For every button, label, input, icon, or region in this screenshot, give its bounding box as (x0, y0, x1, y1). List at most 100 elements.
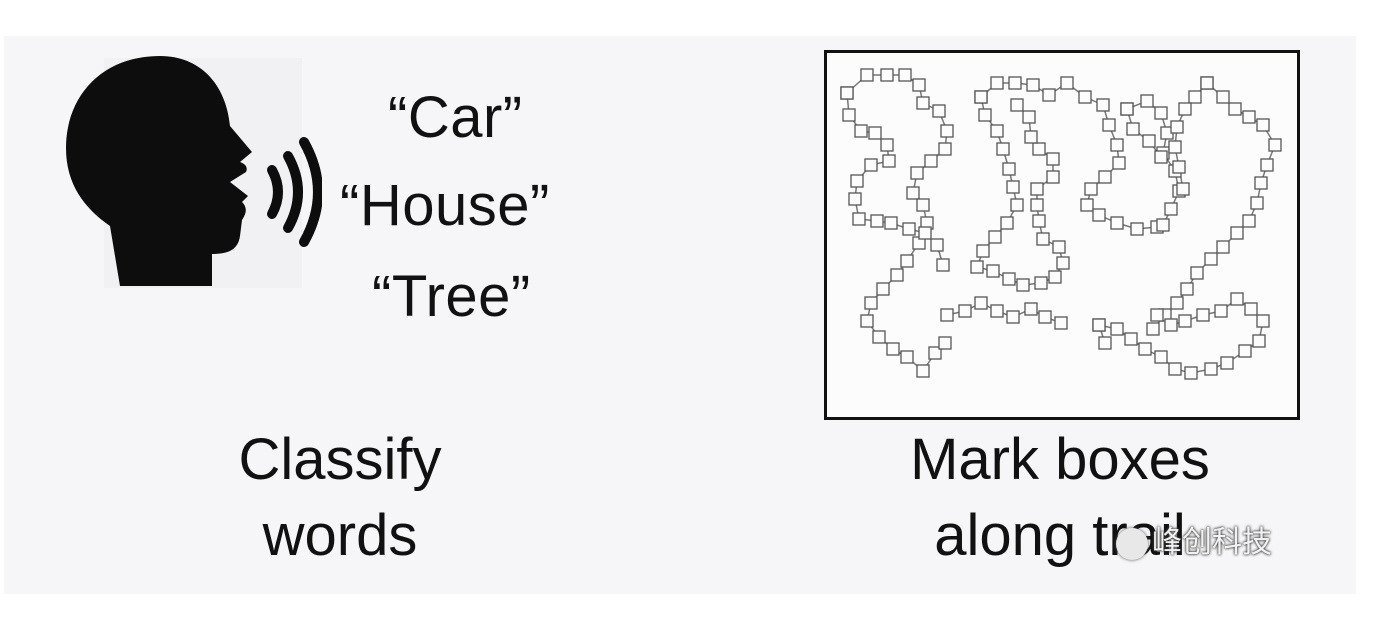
trail-box[interactable] (1150, 308, 1164, 322)
trail-box[interactable] (854, 124, 868, 138)
trail-box[interactable] (1196, 308, 1210, 322)
trail-box[interactable] (1230, 292, 1244, 306)
trail-box[interactable] (1164, 202, 1178, 216)
trail-box[interactable] (1042, 88, 1056, 102)
trail-box[interactable] (986, 264, 1000, 278)
trail-box[interactable] (938, 142, 952, 156)
trail-box[interactable] (1092, 318, 1106, 332)
trail-box[interactable] (1092, 208, 1106, 222)
trail-box[interactable] (1230, 226, 1244, 240)
trail-box[interactable] (1016, 278, 1030, 292)
trail-box[interactable] (1002, 162, 1016, 176)
trail-box[interactable] (1242, 110, 1256, 124)
trail-box[interactable] (940, 308, 954, 322)
trail-box[interactable] (976, 244, 990, 258)
trail-box[interactable] (1204, 252, 1218, 266)
trail-box[interactable] (1164, 318, 1178, 332)
trail-box[interactable] (1002, 272, 1016, 286)
trail-box[interactable] (1110, 216, 1124, 230)
trail-box[interactable] (978, 108, 992, 122)
trail-box[interactable] (1024, 302, 1038, 316)
trail-box[interactable] (988, 230, 1002, 244)
trail-box[interactable] (1046, 170, 1060, 184)
trail-box[interactable] (1054, 316, 1068, 330)
trail-box[interactable] (882, 154, 896, 168)
trail-box[interactable] (1178, 102, 1192, 116)
trail-box[interactable] (860, 314, 874, 328)
trail-box[interactable] (910, 166, 924, 180)
trail-box[interactable] (1244, 302, 1258, 316)
trail-box[interactable] (924, 154, 938, 168)
trail-box[interactable] (1030, 198, 1044, 212)
trail-box[interactable] (1170, 296, 1184, 310)
trail-box[interactable] (864, 296, 878, 310)
trail-box[interactable] (1026, 78, 1040, 92)
trail-box[interactable] (1268, 138, 1282, 152)
trail-box[interactable] (842, 108, 856, 122)
trail-box[interactable] (1084, 182, 1098, 196)
trail-box[interactable] (1172, 160, 1186, 174)
trail-box[interactable] (850, 174, 864, 188)
trail-box[interactable] (1154, 106, 1168, 120)
trail-box[interactable] (848, 192, 862, 206)
trail-box[interactable] (990, 124, 1004, 138)
trail-box[interactable] (1102, 118, 1116, 132)
trail-box[interactable] (932, 104, 946, 118)
trail-box[interactable] (1146, 322, 1160, 336)
trail-box[interactable] (880, 138, 894, 152)
trail-box[interactable] (928, 346, 942, 360)
trail-box[interactable] (936, 258, 950, 272)
trail-box[interactable] (1048, 270, 1062, 284)
trail-box[interactable] (958, 304, 972, 318)
trail-box[interactable] (1216, 90, 1230, 104)
trail-box[interactable] (1254, 176, 1268, 190)
trail-box[interactable] (1180, 282, 1194, 296)
trail-box[interactable] (1080, 198, 1094, 212)
trail-box[interactable] (1010, 98, 1024, 112)
trail-box[interactable] (886, 342, 900, 356)
trail-box[interactable] (1022, 110, 1036, 124)
trail-box[interactable] (1112, 156, 1126, 170)
trail-box[interactable] (1110, 138, 1124, 152)
trail-box[interactable] (1130, 222, 1144, 236)
trail-box[interactable] (990, 76, 1004, 90)
trail-box[interactable] (900, 350, 914, 364)
trail-box[interactable] (1096, 98, 1110, 112)
trail-box[interactable] (1024, 130, 1038, 144)
trail-box[interactable] (1154, 150, 1168, 164)
trail-box[interactable] (1036, 232, 1050, 246)
trail-box[interactable] (930, 238, 944, 252)
trail-box[interactable] (916, 364, 930, 378)
trail-box[interactable] (1008, 76, 1022, 90)
trail-box[interactable] (884, 216, 898, 230)
trail-box[interactable] (1154, 350, 1168, 364)
trail-box[interactable] (872, 330, 886, 344)
trail-box[interactable] (1056, 256, 1070, 270)
trail-box[interactable] (1052, 240, 1066, 254)
trail-box[interactable] (1124, 332, 1138, 346)
trail-box[interactable] (1260, 158, 1274, 172)
trail-box[interactable] (1034, 276, 1048, 290)
trail-box[interactable] (1038, 310, 1052, 324)
trail-box[interactable] (996, 142, 1010, 156)
trail-box[interactable] (1030, 182, 1044, 196)
trail-box[interactable] (900, 254, 914, 268)
trail-box[interactable] (876, 282, 890, 296)
trail-box[interactable] (1000, 216, 1014, 230)
trail-box[interactable] (1228, 102, 1242, 116)
trail-box[interactable] (974, 90, 988, 104)
trail-box[interactable] (902, 222, 916, 236)
trail-box[interactable] (918, 226, 932, 240)
trail-box[interactable] (880, 68, 894, 82)
trail-box[interactable] (1078, 90, 1092, 104)
trail-box[interactable] (1138, 342, 1152, 356)
trail-box[interactable] (1010, 198, 1024, 212)
trail-box[interactable] (1256, 314, 1270, 328)
trail-box[interactable] (1032, 142, 1046, 156)
trail-box[interactable] (1250, 196, 1264, 210)
trail-box[interactable] (1140, 94, 1154, 108)
trail-box[interactable] (1170, 120, 1184, 134)
trail-box[interactable] (916, 198, 930, 212)
trail-box[interactable] (868, 126, 882, 140)
trail-box[interactable] (1006, 310, 1020, 324)
